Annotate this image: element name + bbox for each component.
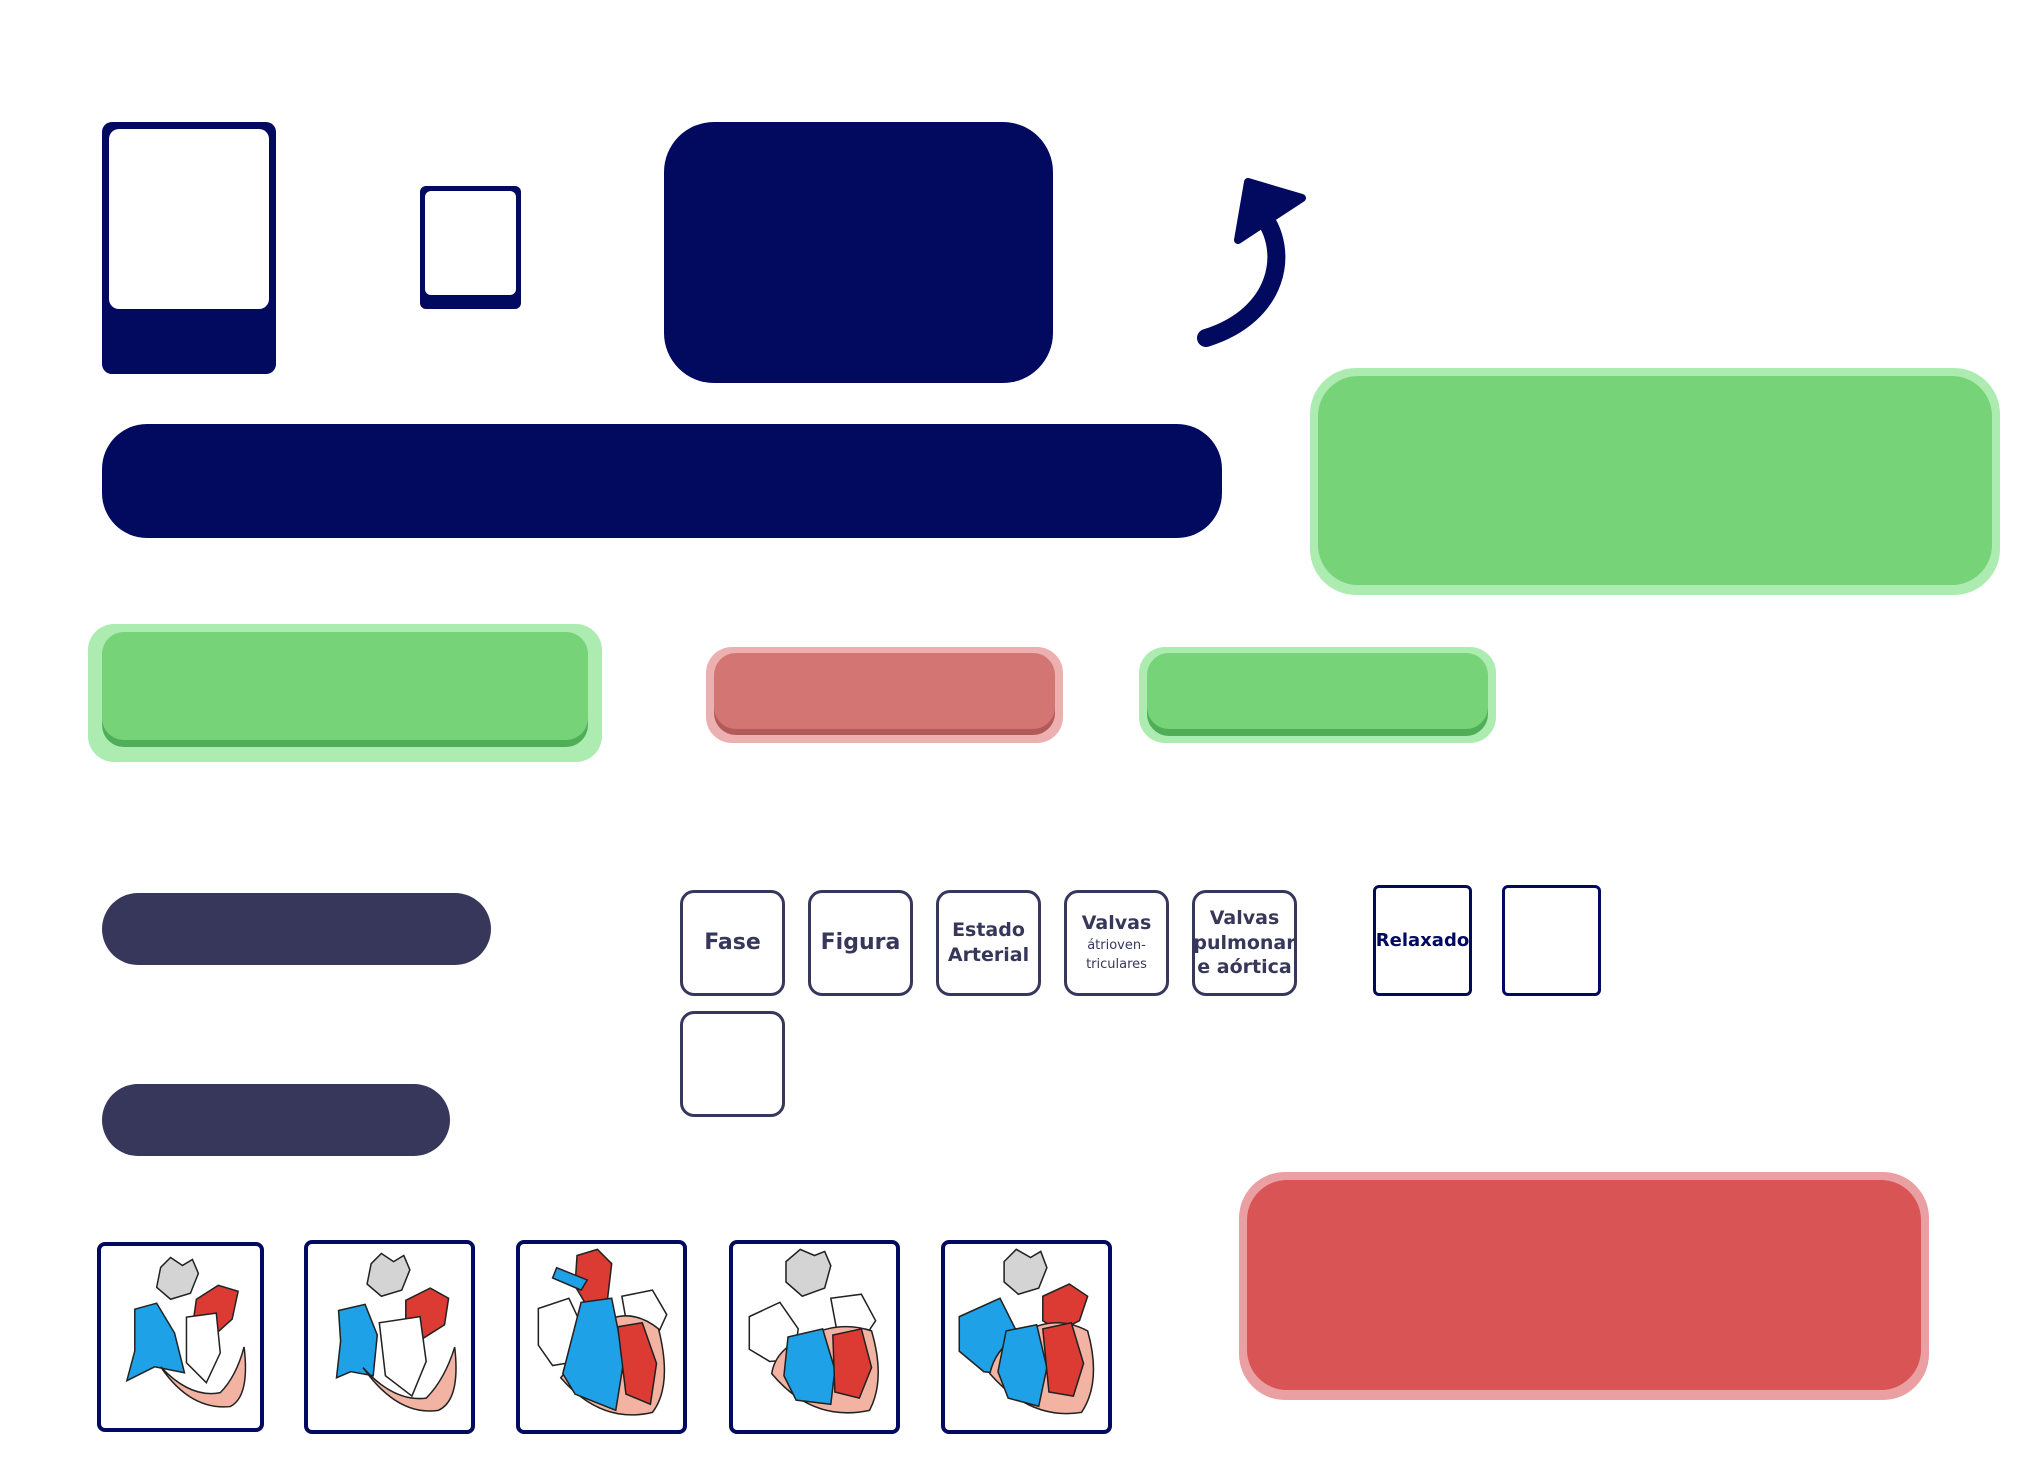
green-button-2[interactable] <box>1139 647 1496 743</box>
header-tile-estado-arterial[interactable]: Estado Arterial <box>936 890 1041 996</box>
curved-arrow-icon[interactable] <box>1190 170 1320 355</box>
header-tile-fase-label: Fase <box>704 929 761 955</box>
navy-title-bar[interactable] <box>102 424 1222 538</box>
heart-figure-2[interactable] <box>304 1240 475 1434</box>
green-button-1-face <box>102 632 588 740</box>
header-tile-figura-label: Figura <box>820 929 901 955</box>
green-button-1[interactable] <box>88 624 602 762</box>
big-green-button[interactable] <box>1310 368 2000 595</box>
header-tile-valvas-av-sub: átrioven- triculares <box>1086 937 1147 973</box>
heart-diagram-icon <box>537 1248 668 1416</box>
state-tile-empty[interactable] <box>1502 885 1601 996</box>
card-frame-large-inner <box>109 129 269 309</box>
header-tile-figura[interactable]: Figura <box>808 890 913 996</box>
header-tile-valvas-av-label: Valvas <box>1081 912 1152 935</box>
green-button-2-face <box>1147 653 1488 729</box>
heart-figure-1[interactable] <box>97 1242 264 1432</box>
header-tile-valvas-pulmonar-aortica[interactable]: Valvas pulmonar e aórtica <box>1192 890 1297 996</box>
state-tile-relaxado-label: Relaxado <box>1375 929 1470 951</box>
header-tile-estado-arterial-label: Estado Arterial <box>947 919 1030 966</box>
slate-pill-2[interactable] <box>102 1084 450 1156</box>
header-tile-valvas-atrioventriculares[interactable]: Valvas átrioven- triculares <box>1064 890 1169 996</box>
heart-diagram-icon <box>125 1256 247 1408</box>
big-red-button-face <box>1247 1180 1921 1390</box>
card-frame-small[interactable] <box>420 186 521 309</box>
card-frame-large[interactable] <box>102 122 276 374</box>
state-tile-relaxado[interactable]: Relaxado <box>1373 885 1472 996</box>
header-tile-valvas-pa-label: Valvas pulmonar e aórtica <box>1193 906 1296 979</box>
navy-panel[interactable] <box>664 122 1053 383</box>
heart-figure-3[interactable] <box>516 1240 687 1434</box>
empty-tile[interactable] <box>680 1011 785 1117</box>
card-frame-small-inner <box>425 191 516 295</box>
header-tile-fase[interactable]: Fase <box>680 890 785 996</box>
red-button[interactable] <box>706 647 1063 743</box>
heart-figure-4[interactable] <box>729 1240 900 1434</box>
heart-figure-5[interactable] <box>941 1240 1112 1434</box>
red-button-face <box>714 653 1055 729</box>
heart-diagram-icon <box>748 1248 879 1414</box>
big-green-button-face <box>1318 376 1992 585</box>
heart-diagram-icon <box>958 1248 1095 1415</box>
big-red-button[interactable] <box>1239 1172 1929 1400</box>
heart-diagram-icon <box>335 1252 457 1412</box>
slate-pill-1[interactable] <box>102 893 491 965</box>
